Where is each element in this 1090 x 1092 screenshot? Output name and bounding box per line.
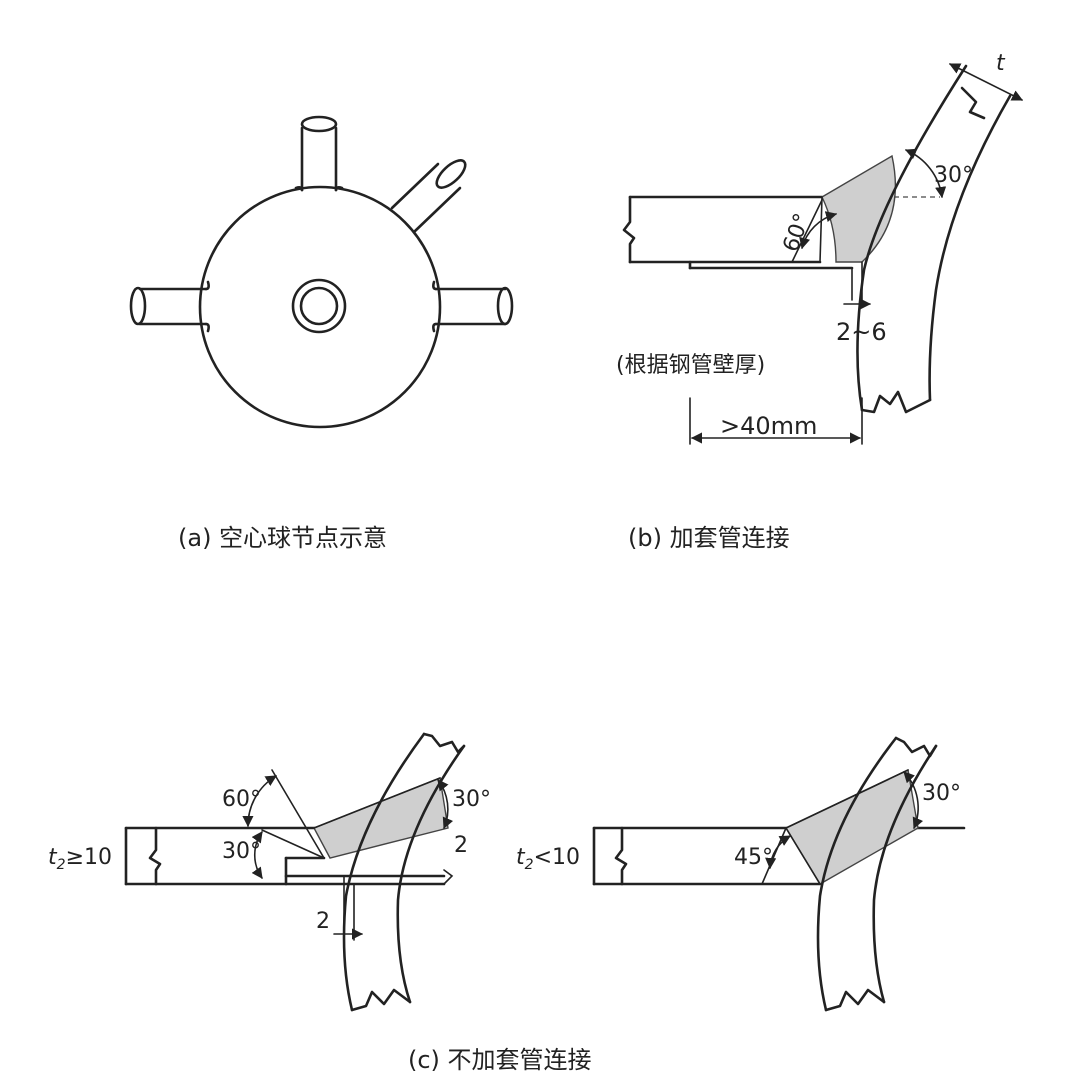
angle-60-b: 60° xyxy=(779,210,816,255)
panel-c-left-thick-wall: 60° 30° 30° 2 2 t2≥10 xyxy=(48,732,491,1012)
center-hole-outer xyxy=(291,278,347,334)
condition-t2-lt-10: t2<10 xyxy=(516,845,580,873)
angle-45: 45° xyxy=(734,845,773,870)
gap-label-2-6: 2~6 xyxy=(836,318,887,346)
caption-c: (c) 不加套管连接 xyxy=(408,1046,592,1074)
weld-fill-c-left xyxy=(313,777,449,859)
caption-b: (b) 加套管连接 xyxy=(628,524,790,552)
panel-b-sleeve-connection: t 30° 60° 2~6 (根据钢管壁厚) >40mm xyxy=(616,51,1024,445)
angle-30-c-lower: 30° xyxy=(222,839,261,864)
condition-t2-ge-10: t2≥10 xyxy=(48,845,112,873)
weld-fill-c-right xyxy=(784,768,919,885)
tube-right xyxy=(434,286,514,326)
thickness-label-t: t xyxy=(996,51,1006,76)
panel-c-right-thin-wall: 45° 30° t2<10 xyxy=(516,736,966,1012)
angle-30-c-right: 30° xyxy=(922,781,961,806)
panel-a-hollow-sphere xyxy=(129,115,514,429)
note-wall-thickness: (根据钢管壁厚) xyxy=(616,353,765,378)
gap-2-right: 2 xyxy=(454,833,468,858)
tube-left xyxy=(129,286,208,326)
tube-top xyxy=(300,115,338,192)
caption-a: (a) 空心球节点示意 xyxy=(178,524,387,552)
angle-30-c-tilt: 30° xyxy=(452,787,491,812)
angle-60-c: 60° xyxy=(222,787,261,812)
length-label-40mm: >40mm xyxy=(720,412,817,440)
gap-2-bottom: 2 xyxy=(316,909,330,934)
hollow-sphere xyxy=(198,185,442,429)
angle-30-b: 30° xyxy=(934,163,973,188)
tube-upper-right xyxy=(390,159,467,234)
center-hole-inner xyxy=(299,286,339,326)
